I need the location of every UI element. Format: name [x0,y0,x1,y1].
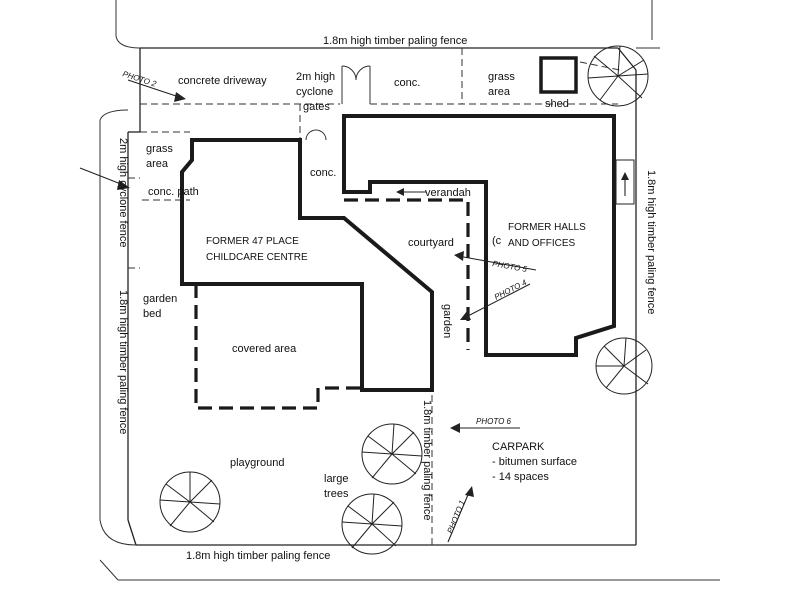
left-cyclone-fence-label: 2m high cyclone fence [117,138,129,247]
covered-area-label: covered area [232,343,297,355]
grass-left-label-1: grass [146,143,173,155]
photo-1-label: PHOTO 1 [446,499,467,535]
playground-label: playground [230,457,284,469]
garden-bed-label-2: bed [143,308,161,320]
gates-label-2: cyclone [296,86,333,98]
trees-label-2: trees [324,488,349,500]
carpark-detail-2: - 14 spaces [492,471,549,483]
shed-outline [539,56,578,94]
tree-playground [159,471,221,533]
garden-label: garden [441,304,453,338]
photo-5-label: PHOTO 5 [492,259,529,274]
middle-fence-label: 1.8m timber paling fence [421,400,433,520]
tree-large-1 [361,423,423,485]
adjoining-boundaries [99,0,720,581]
halls-label-2: AND OFFICES [508,238,576,249]
verandah-outline [344,198,470,350]
grass-left-label-2: area [146,158,169,170]
childcare-label-2: CHILDCARE CENTRE [206,252,308,263]
gates-label-1: 2m high [296,71,335,83]
conc-top-label: conc. [394,77,420,89]
tree-large-2 [341,493,403,555]
trees [159,45,653,555]
entry-marker [615,159,635,205]
gates-label-3: gates [303,101,330,113]
covered-area-outline [194,284,362,410]
verandah-arrow [396,188,426,196]
photo-4-label: PHOTO 4 [493,278,529,302]
internal-fences [128,48,621,545]
courtyard-c-label: (c [492,235,502,247]
tree-right [595,337,653,395]
tree-top-right [587,45,649,107]
top-fence-label: 1.8m high timber paling fence [323,35,467,47]
courtyard-label: courtyard [408,237,454,249]
shed-label: shed [545,98,569,110]
grass-top-label-2: area [488,86,511,98]
driveway-label: concrete driveway [178,75,267,87]
verandah-label: verandah [425,187,471,199]
photo-arrows [79,79,537,543]
trees-label-1: large [324,473,348,485]
site-boundary [127,47,637,546]
carpark-detail-1: - bitumen surface [492,456,577,468]
cyclone-gates [305,65,371,141]
conc-path-label: conc. path [148,186,199,198]
childcare-building [180,138,434,392]
garden-bed-label-1: garden [143,293,177,305]
grass-top-label-1: grass [488,71,515,83]
left-fence-label: 1.8m high timber paling fence [117,290,129,434]
halls-building [342,114,616,357]
photo-6-label: PHOTO 6 [476,417,512,426]
bottom-fence-label: 1.8m high timber paling fence [186,550,330,562]
carpark-title: CARPARK [492,441,545,453]
right-fence-label: 1.8m high timber paling fence [645,170,657,314]
conc-middle-label: conc. [310,167,336,179]
halls-label-1: FORMER HALLS [508,222,586,233]
childcare-label-1: FORMER 47 PLACE [206,236,299,247]
